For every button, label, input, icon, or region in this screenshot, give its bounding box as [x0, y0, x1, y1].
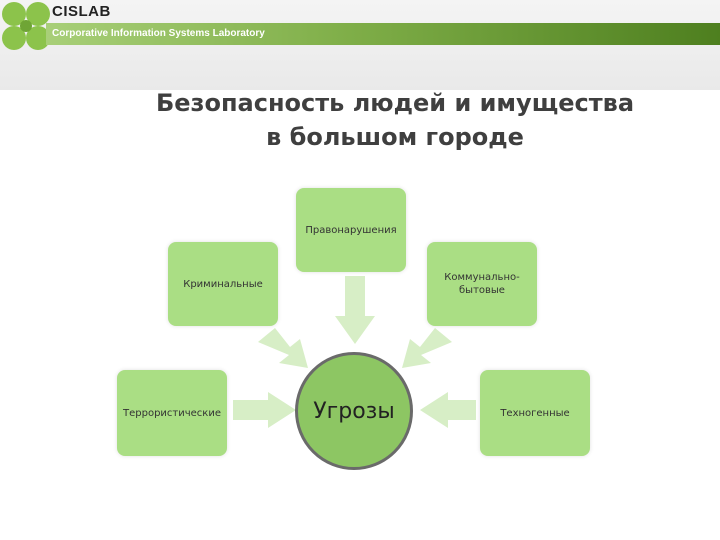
center-node-label: Угрозы	[313, 398, 395, 424]
node-kommunalno-label: Коммунально- бытовые	[444, 271, 519, 297]
node-kommunalno-line-1: Коммунально-	[444, 272, 520, 283]
header-subtitle: Corporative Information Systems Laborato…	[52, 28, 265, 39]
arrow-upper-right	[402, 328, 452, 368]
clover-logo	[2, 2, 50, 50]
page-title: Безопасность людей и имущества в большом…	[0, 86, 720, 154]
node-terroristicheskie: Террористические	[117, 370, 227, 456]
title-line-2: в большом городе	[266, 123, 524, 151]
node-kommunalno-line-2: бытовые	[459, 285, 505, 296]
node-kommunalno-bytovye: Коммунально- бытовые	[427, 242, 537, 326]
arrow-top	[335, 276, 375, 344]
arrow-upper-left	[258, 328, 308, 368]
node-pravonarusheniya: Правонарушения	[296, 188, 406, 272]
brand-name: CISLAB	[52, 3, 111, 20]
center-node-ugrozy: Угрозы	[295, 352, 413, 470]
header-band	[0, 0, 720, 90]
node-pravonarusheniya-label: Правонарушения	[305, 225, 397, 236]
node-terroristicheskie-label: Террористические	[123, 407, 221, 419]
arrow-right	[420, 392, 476, 428]
node-tekhnogennye: Техногенные	[480, 370, 590, 456]
title-line-1: Безопасность людей и имущества	[155, 89, 635, 117]
node-tekhnogennye-label: Техногенные	[500, 407, 570, 419]
node-kriminalnye-label: Криминальные	[183, 278, 263, 290]
header-green-bar	[46, 23, 720, 45]
arrow-left	[233, 392, 296, 428]
node-kriminalnye: Криминальные	[168, 242, 278, 326]
